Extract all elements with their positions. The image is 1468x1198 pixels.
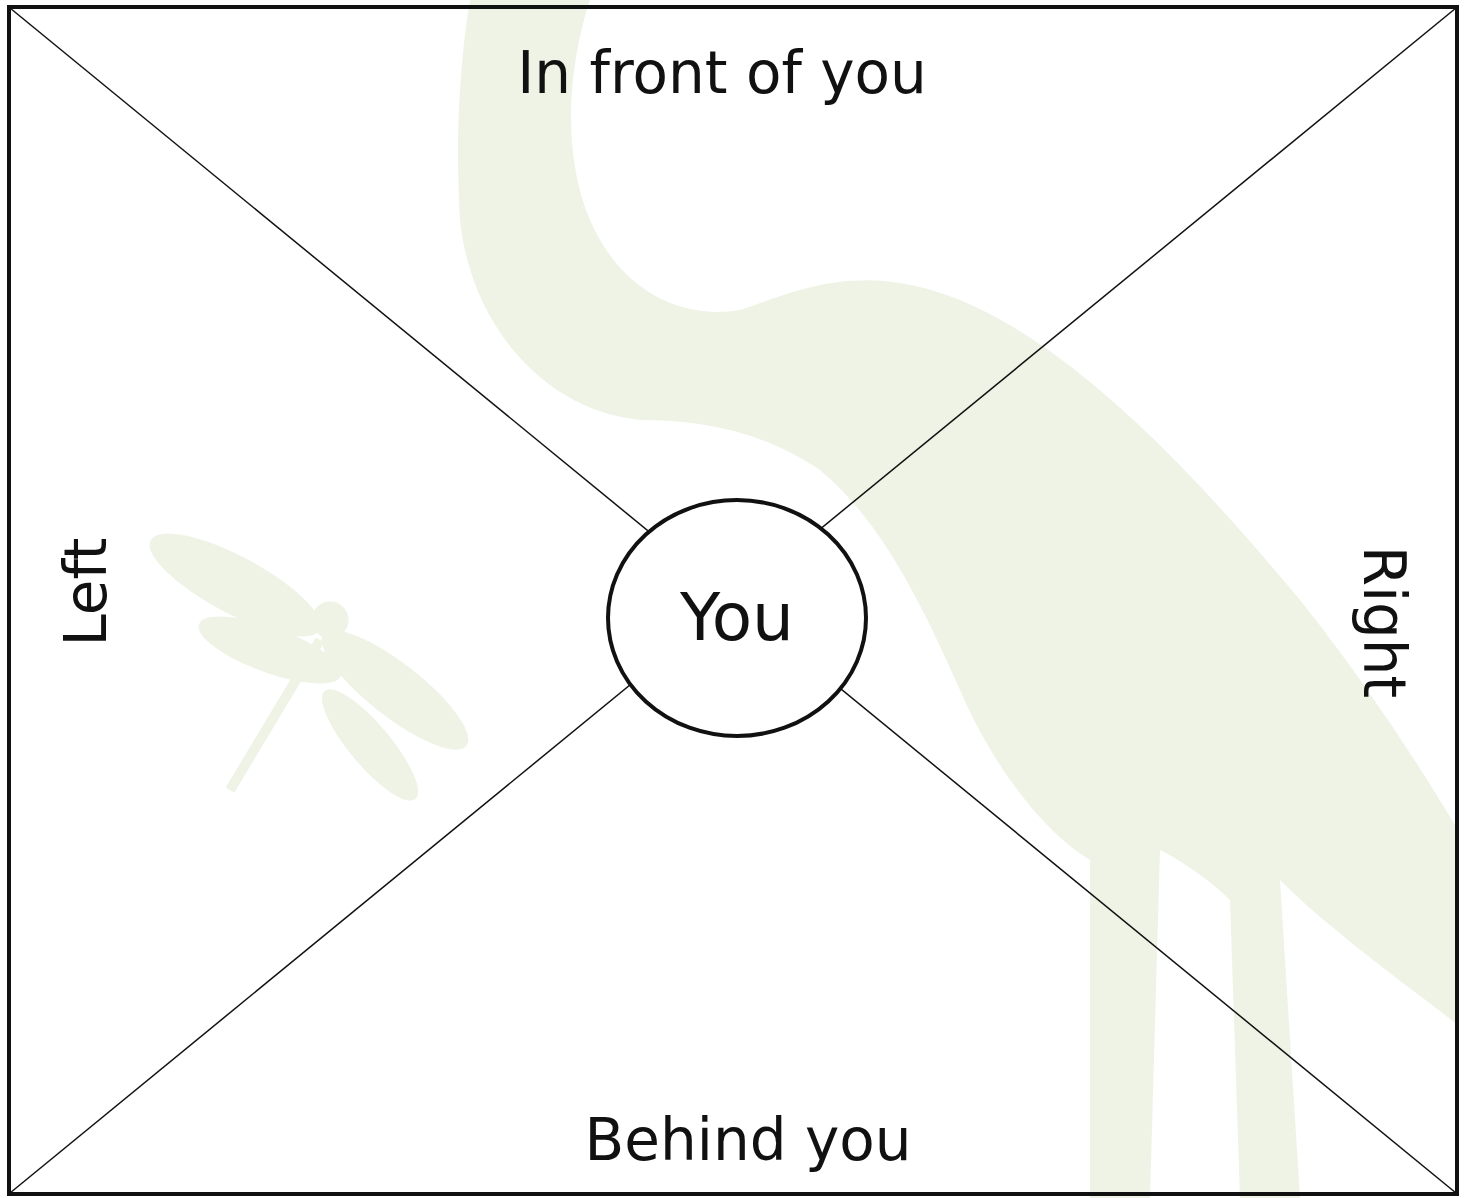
outer-frame <box>9 7 1457 1194</box>
heron-watermark <box>458 0 1458 1198</box>
direction-label: Behind you <box>585 1111 912 1169</box>
node-label: You <box>680 585 794 651</box>
direction-label: Right <box>1355 546 1413 699</box>
direction-label: In front of you <box>517 44 927 102</box>
diagonal-lines <box>10 8 1456 1193</box>
direction-label: Left <box>57 537 115 646</box>
self-ellipse: You <box>606 498 868 738</box>
dragonfly-watermark <box>138 516 482 812</box>
